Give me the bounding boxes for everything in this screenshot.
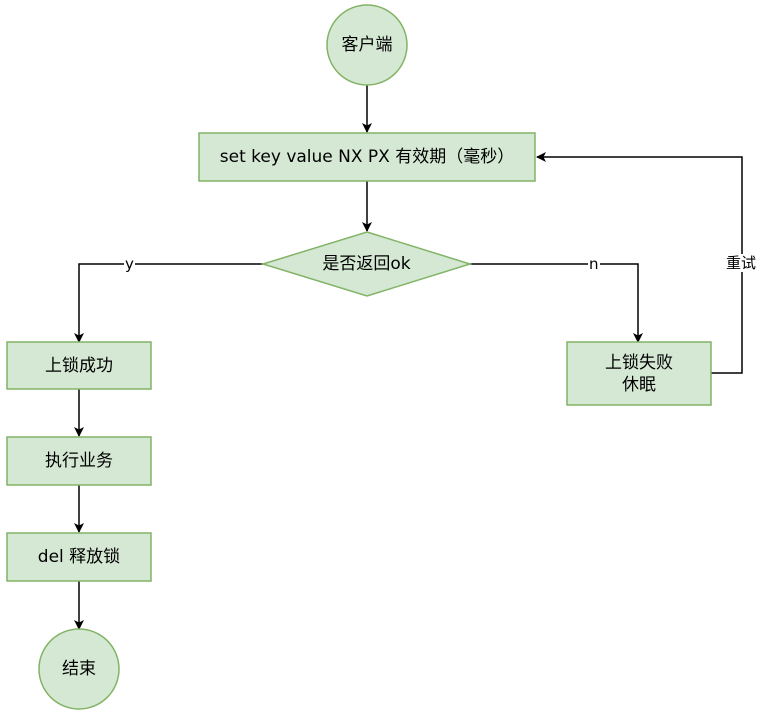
edge-decision-yes bbox=[74, 263, 263, 343]
node-start bbox=[326, 4, 408, 86]
node-end-label: 结束 bbox=[62, 659, 96, 679]
node-execute bbox=[6, 436, 152, 486]
node-command-label: set key value NX PX 有效期（毫秒） bbox=[219, 147, 515, 167]
node-release bbox=[6, 532, 152, 582]
edge-label-retry: 重试 bbox=[725, 254, 758, 272]
edge-decision-no bbox=[470, 263, 643, 343]
node-release-label: del 释放锁 bbox=[37, 547, 121, 567]
node-decision-label: 是否返回ok bbox=[322, 254, 411, 274]
node-command bbox=[198, 132, 536, 182]
node-end bbox=[38, 628, 120, 710]
node-failed-label-line1: 上锁失败 bbox=[605, 352, 673, 373]
node-locked bbox=[6, 341, 152, 390]
node-execute-label: 执行业务 bbox=[45, 451, 113, 471]
node-failed-label-line2: 休眠 bbox=[622, 374, 656, 395]
node-start-label: 客户端 bbox=[341, 35, 393, 55]
node-failed-label: 上锁失败 休眠 bbox=[567, 342, 711, 405]
edge-label-yes: y bbox=[124, 255, 135, 273]
edge-retry bbox=[536, 152, 743, 374]
edge-label-no: n bbox=[588, 255, 600, 273]
node-failed bbox=[566, 341, 712, 406]
node-locked-label: 上锁成功 bbox=[45, 355, 113, 376]
node-decision bbox=[260, 231, 473, 297]
